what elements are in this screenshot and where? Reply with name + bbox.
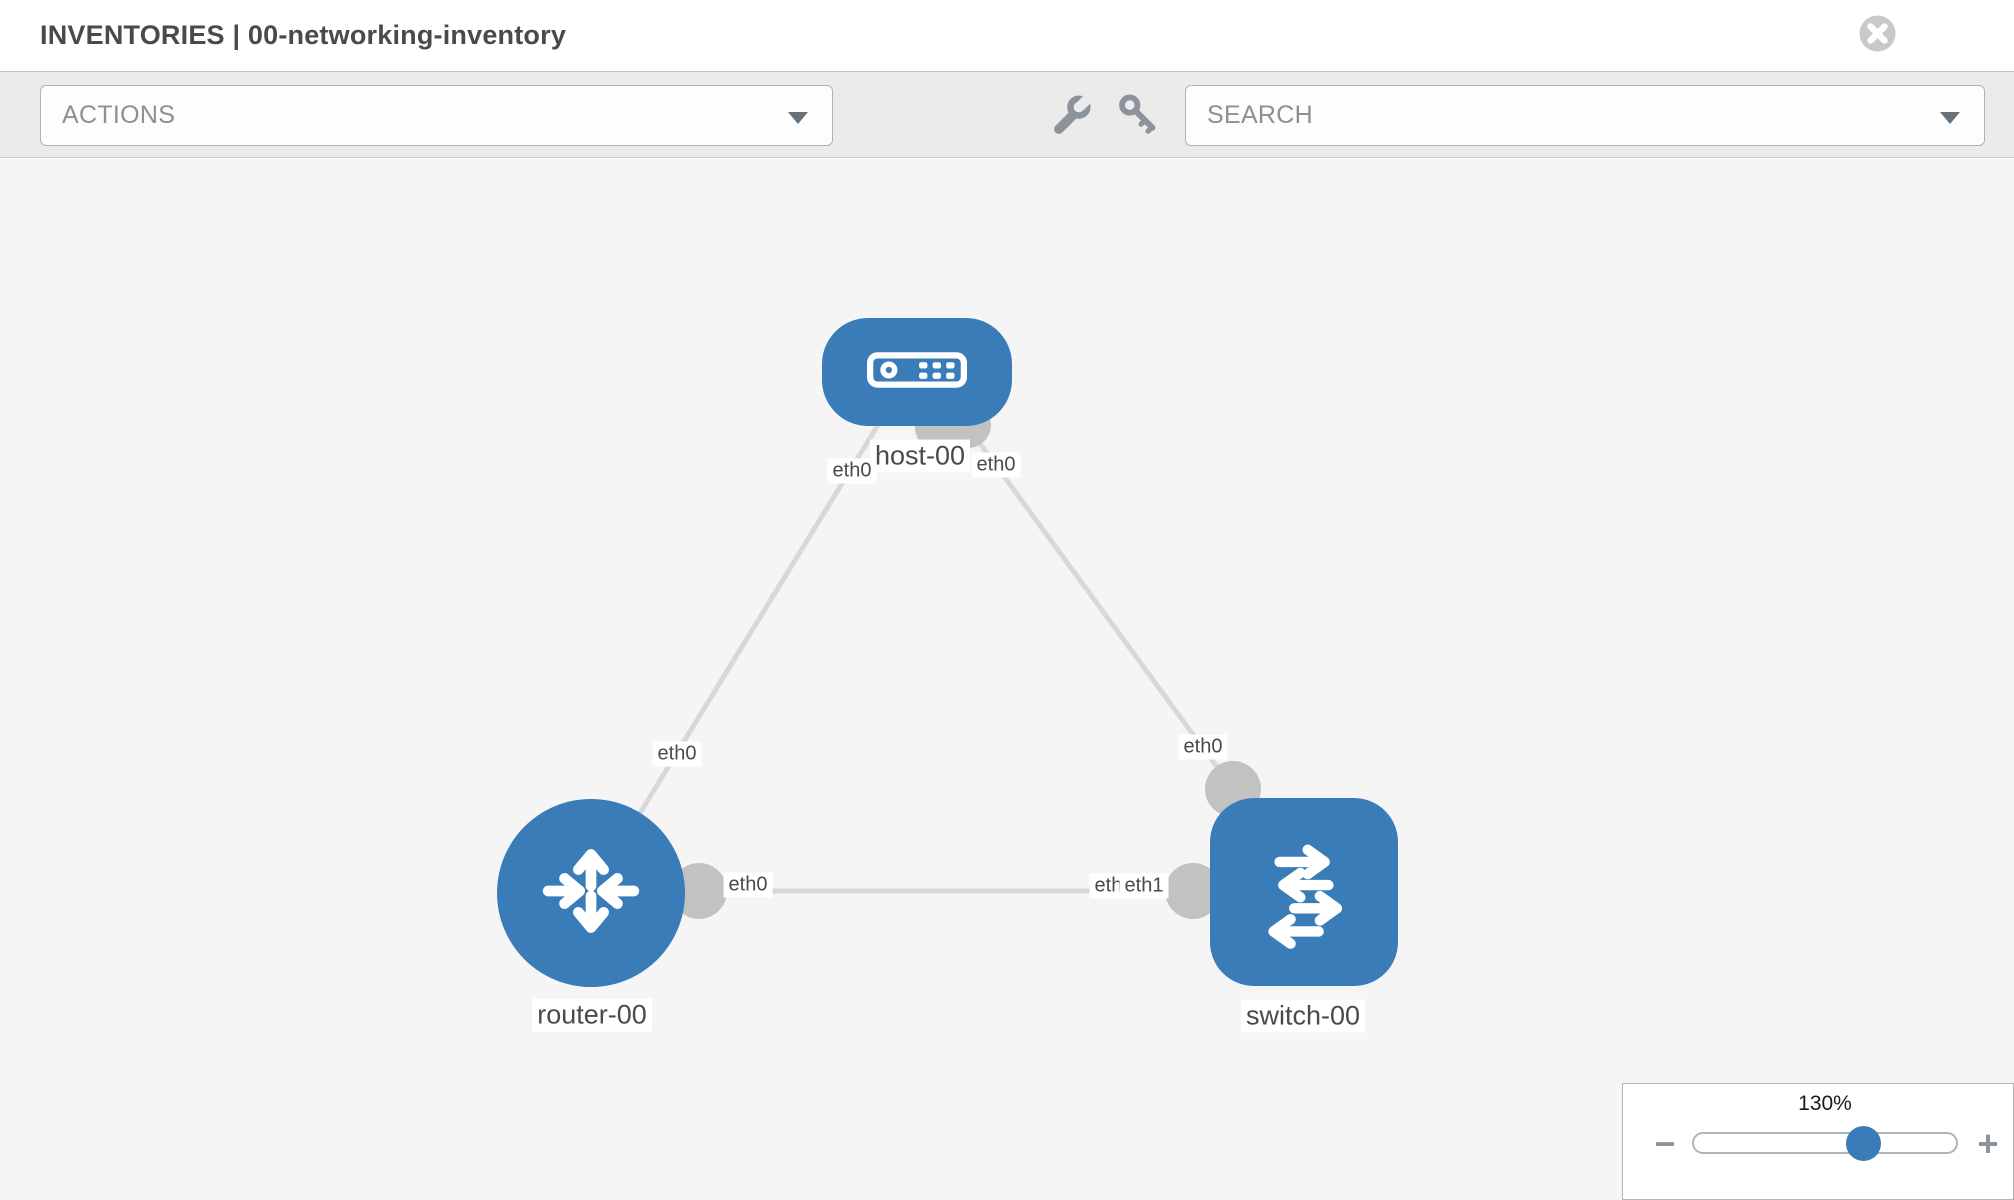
toolbar: ACTIONS SEARCH <box>0 71 2014 158</box>
links-layer <box>588 387 1261 919</box>
zoom-out-button[interactable]: − <box>1645 1124 1685 1164</box>
host-icon <box>867 351 967 393</box>
node-label-router-00: router-00 <box>532 998 652 1032</box>
switch-icon <box>1243 829 1365 956</box>
node-switch-00[interactable] <box>1210 798 1398 986</box>
topology-canvas[interactable]: host-00 router-00 switch-00 eth0 eth0 et… <box>0 159 2014 1200</box>
key-icon <box>1116 93 1160 139</box>
node-host-00[interactable] <box>822 318 1012 426</box>
actions-dropdown[interactable]: ACTIONS <box>40 85 833 146</box>
search-dropdown-placeholder: SEARCH <box>1207 101 1313 129</box>
chevron-down-icon <box>1940 112 1960 124</box>
iface-label-switch-eth1: eth1 <box>1119 873 1169 899</box>
zoom-control-panel: 130% − + <box>1622 1083 2014 1200</box>
router-icon <box>528 828 654 959</box>
zoom-slider-track[interactable] <box>1692 1132 1958 1154</box>
close-button[interactable] <box>1859 15 1896 52</box>
iface-label-switch-eth0-uplink: eth0 <box>1178 734 1228 760</box>
actions-dropdown-value: ACTIONS <box>62 101 176 129</box>
zoom-slider-handle[interactable] <box>1846 1126 1881 1161</box>
iface-label-host-eth0-to-router: eth0 <box>827 458 877 484</box>
iface-label-host-eth0-to-switch: eth0 <box>971 452 1021 478</box>
link-host-switch <box>937 387 1236 791</box>
zoom-level-value: 130% <box>1798 1092 1852 1115</box>
tools-button[interactable] <box>1046 89 1098 141</box>
node-router-00[interactable] <box>497 799 685 987</box>
zoom-in-button[interactable]: + <box>1968 1124 2008 1164</box>
iface-label-router-eth0: eth0 <box>723 872 773 898</box>
node-label-host-00: host-00 <box>869 439 971 473</box>
close-icon <box>1859 15 1896 55</box>
search-dropdown[interactable]: SEARCH <box>1185 85 1985 146</box>
chevron-down-icon <box>788 112 808 124</box>
page-title: INVENTORIES | 00-networking-inventory <box>40 20 567 50</box>
key-button[interactable] <box>1112 89 1164 141</box>
node-label-switch-00: switch-00 <box>1240 999 1366 1033</box>
iface-label-router-eth0-uplink: eth0 <box>652 741 702 767</box>
interface-point <box>1165 863 1221 919</box>
header: INVENTORIES | 00-networking-inventory <box>0 0 2014 71</box>
wrench-icon <box>1050 90 1096 139</box>
interface-point <box>671 863 727 919</box>
